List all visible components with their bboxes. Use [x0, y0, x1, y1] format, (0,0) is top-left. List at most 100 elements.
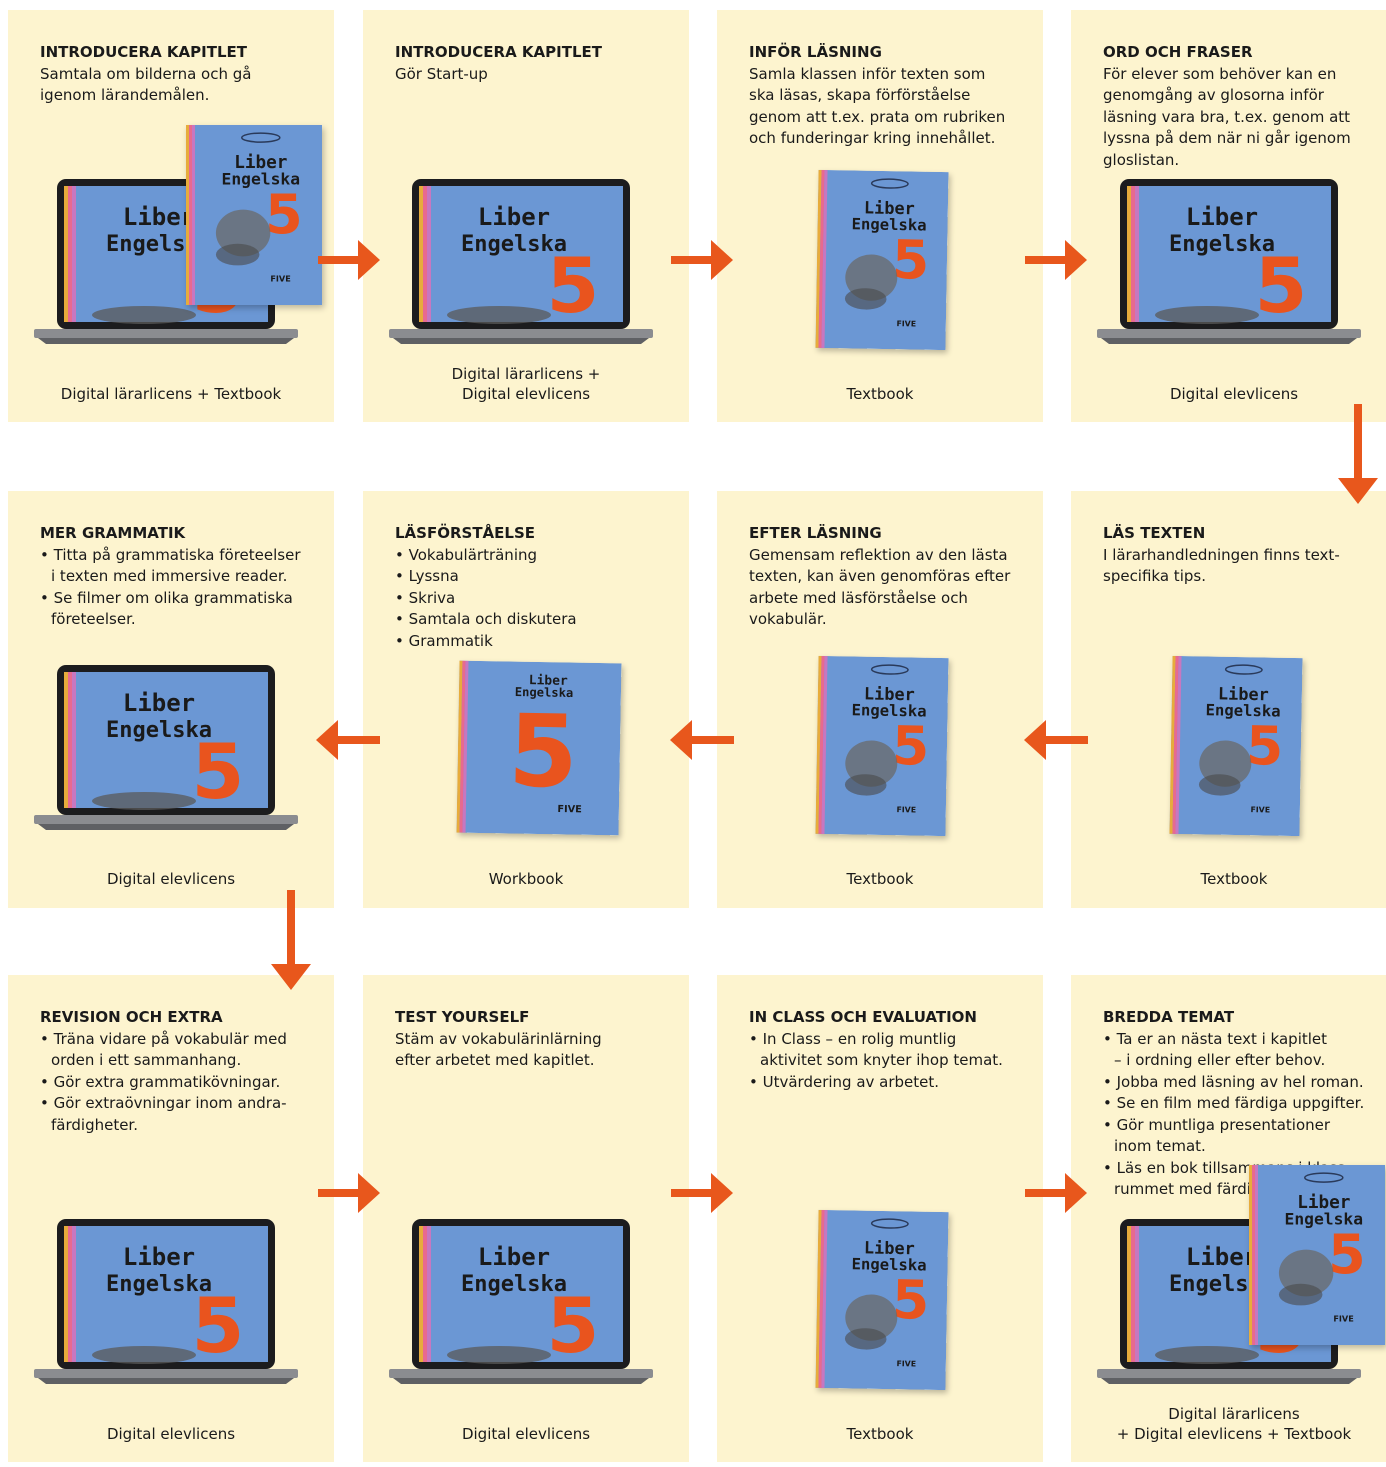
step-title: TEST YOURSELF	[395, 1008, 530, 1026]
svg-text:5: 5	[1245, 714, 1283, 778]
svg-text:Liber: Liber	[234, 153, 287, 173]
material-caption: Textbook	[1200, 870, 1268, 888]
step-text: MER GRAMMATIKTitta på grammatiska förete…	[40, 523, 320, 631]
list-item: In Class – en rolig muntlig aktivitet so…	[749, 1029, 1029, 1072]
material-caption: Textbook	[846, 385, 914, 403]
material-caption: Textbook	[846, 870, 914, 888]
material-caption: Digital lärarlicens + Digital elevlicens	[451, 365, 601, 403]
svg-text:5: 5	[507, 692, 578, 810]
step-description: Samla klassen inför texten som ska läsas…	[749, 64, 1006, 148]
list-item: Jobba med läsning av hel roman.	[1103, 1072, 1383, 1094]
svg-text:Engelska: Engelska	[1169, 232, 1275, 257]
svg-text:FIVE: FIVE	[270, 274, 291, 284]
arrow-shape	[1024, 720, 1088, 760]
svg-text:5: 5	[1255, 241, 1308, 330]
svg-text:5: 5	[192, 1281, 245, 1370]
list-item: Se filmer om olika grammatiska företeels…	[40, 588, 320, 631]
svg-text:5: 5	[547, 1281, 600, 1370]
flow-arrow-left	[670, 720, 734, 760]
step-list: In Class – en rolig muntlig aktivitet so…	[749, 1029, 1029, 1094]
svg-text:5: 5	[891, 1268, 929, 1332]
material-caption: Textbook	[846, 1425, 914, 1443]
svg-text:Liber: Liber	[1297, 1193, 1350, 1213]
flow-arrow-right	[318, 240, 380, 280]
step-text: INTRODUCERA KAPITLET Samtala om bilderna …	[40, 42, 320, 107]
step-text: IN CLASS OCH EVALUATION In Class – en rol…	[749, 1007, 1029, 1093]
step-description: Gemensam reflektion av den lästa texten,…	[749, 545, 1011, 629]
svg-text:Engelska: Engelska	[851, 701, 926, 720]
svg-text:Engelska: Engelska	[222, 169, 301, 188]
list-item: Grammatik	[395, 631, 675, 653]
list-item: Gör extra grammatikövningar.	[40, 1072, 320, 1094]
list-item: Skriva	[395, 588, 675, 610]
arrow-shape	[1338, 404, 1378, 504]
svg-text:Engelska: Engelska	[1205, 701, 1280, 720]
step-title: INTRODUCERA KAPITLET	[40, 43, 248, 61]
arrow-shape	[318, 240, 380, 280]
list-item: Vokabulärträning	[395, 545, 675, 567]
svg-text:Liber: Liber	[864, 1237, 915, 1258]
arrow-shape	[670, 720, 734, 760]
svg-text:Liber: Liber	[123, 203, 195, 231]
svg-text:Liber: Liber	[478, 1243, 550, 1271]
list-item: Gör muntliga presentationer inom temat.	[1103, 1115, 1383, 1158]
step-card-revision-och-extra: REVISION OCH EXTRATräna vidare på vokabu…	[8, 975, 334, 1462]
svg-text:Liber: Liber	[123, 1243, 195, 1271]
svg-text:5: 5	[547, 241, 600, 330]
svg-text:FIVE: FIVE	[896, 319, 916, 328]
svg-text:Liber: Liber	[1186, 1243, 1258, 1271]
material-caption: Digital elevlicens	[106, 1425, 236, 1443]
list-item: Samtala och diskutera	[395, 609, 675, 631]
svg-text:Engelska: Engelska	[851, 215, 926, 234]
arrow-shape	[318, 1173, 380, 1213]
step-text: INFÖR LÄSNING Samla klassen inför texten …	[749, 42, 1029, 150]
svg-text:Engelska: Engelska	[515, 685, 574, 700]
svg-text:Liber: Liber	[864, 683, 915, 704]
arrow-shape	[271, 890, 311, 990]
step-text: REVISION OCH EXTRATräna vidare på vokabu…	[40, 1007, 320, 1136]
step-list: VokabulärträningLyssnaSkrivaSamtala och …	[395, 545, 675, 653]
list-item: Gör extraövningar inom andra- färdighete…	[40, 1093, 320, 1136]
list-item: Se en film med färdiga uppgifter.	[1103, 1093, 1383, 1115]
svg-text:Engelska: Engelska	[461, 232, 567, 257]
svg-text:FIVE: FIVE	[896, 1359, 916, 1368]
step-title: EFTER LÄSNING	[749, 524, 882, 542]
step-title: IN CLASS OCH EVALUATION	[749, 1008, 977, 1026]
svg-text:Engelska: Engelska	[106, 718, 212, 743]
svg-text:Liber: Liber	[529, 673, 568, 689]
arrow-shape	[1025, 1173, 1087, 1213]
svg-text:Liber: Liber	[1218, 683, 1269, 704]
arrow-shape	[316, 720, 380, 760]
svg-text:5: 5	[1328, 1223, 1366, 1286]
material-caption: Workbook	[488, 870, 564, 888]
svg-text:5: 5	[891, 228, 929, 292]
svg-text:Liber: Liber	[123, 689, 195, 717]
step-text: LÄSFÖRSTÅELSE VokabulärträningLyssnaSkriv…	[395, 523, 675, 652]
list-item: Träna vidare på vokabulär med orden i et…	[40, 1029, 320, 1072]
step-card-ord-och-fraser: ORD OCH FRASER För elever som behöver kan…	[1071, 10, 1386, 422]
list-item: Lyssna	[395, 566, 675, 588]
step-title: LÄSFÖRSTÅELSE	[395, 524, 536, 542]
step-title: INFÖR LÄSNING	[749, 43, 882, 61]
flow-arrow-right	[671, 1173, 733, 1213]
material-caption: Digital elevlicens	[1169, 385, 1299, 403]
step-card-efter-lasning: EFTER LÄSNING Gemensam reflektion av den …	[717, 491, 1043, 908]
svg-text:FIVE: FIVE	[1333, 1314, 1354, 1324]
step-description: I lärarhandledningen finns text- specifi…	[1103, 545, 1340, 586]
step-title: ORD OCH FRASER	[1103, 43, 1253, 61]
step-title: INTRODUCERA KAPITLET	[395, 43, 603, 61]
step-description: Gör Start-up	[395, 64, 488, 83]
step-description: För elever som behöver kan en genomgång …	[1103, 64, 1351, 169]
flow-arrow-right	[318, 1173, 380, 1213]
step-list: Titta på grammatiska företeelser i texte…	[40, 545, 320, 631]
step-description: Samtala om bilderna och gå igenom lärand…	[40, 64, 252, 105]
